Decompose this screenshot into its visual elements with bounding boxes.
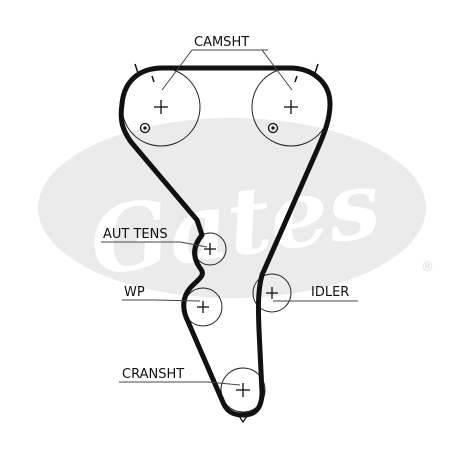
timing-belt	[118, 65, 333, 418]
timing-mark-tick	[134, 63, 139, 74]
camshaft-leader-line-left	[161, 49, 193, 91]
wp-leader-line	[122, 299, 201, 302]
leader-lines	[101, 49, 358, 386]
logo-swoosh-ellipse	[38, 118, 426, 298]
pulley-centre-marks	[154, 100, 298, 397]
crankshaft-label: CRANSHT	[122, 367, 184, 382]
crank-timing-mark-icon	[238, 415, 248, 424]
plus-icon	[236, 383, 250, 397]
aut-tens-leader-line	[101, 241, 208, 248]
cransht-leader-line	[119, 381, 241, 386]
auto-tensioner-label: AUT TENS	[103, 227, 168, 242]
plus-icon	[154, 100, 168, 114]
dowel-markers	[139, 122, 279, 134]
timing-mark-tick	[151, 75, 155, 83]
gates-logo-watermark: Gates ®	[38, 118, 434, 298]
logo-registered-mark: ®	[421, 260, 434, 275]
plus-icon	[284, 100, 298, 114]
idler-pulley	[252, 273, 292, 313]
plus-icon	[197, 301, 209, 313]
timing-marks	[134, 63, 319, 424]
plus-icon	[266, 287, 278, 299]
idler-label: IDLER	[311, 285, 349, 300]
camshaft-leader-line-right	[261, 49, 293, 91]
component-labels: CAMSHT AUT TENS WP IDLER CRANSHT	[103, 35, 349, 382]
timing-mark-tick	[294, 75, 298, 83]
dowel-marker-left-icon	[139, 122, 151, 134]
dowel-marker-right-icon	[267, 122, 279, 134]
crankshaft-pulley	[220, 367, 266, 413]
timing-mark-tick	[314, 63, 319, 74]
plus-icon	[204, 243, 216, 255]
water-pump-label: WP	[124, 285, 145, 300]
camshaft-label: CAMSHT	[194, 35, 249, 50]
